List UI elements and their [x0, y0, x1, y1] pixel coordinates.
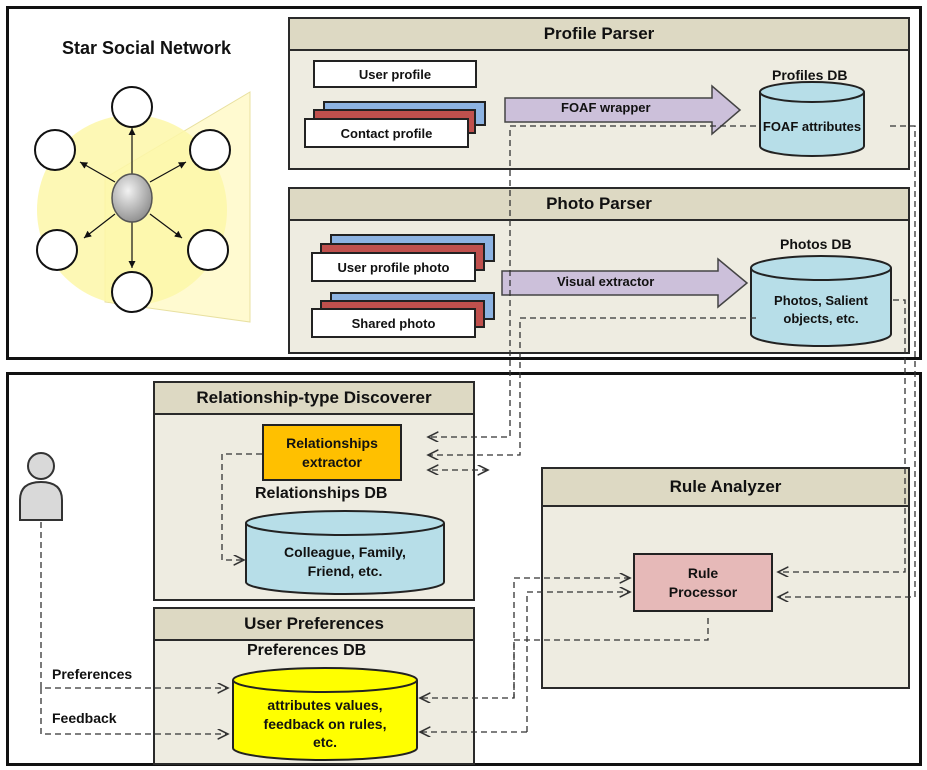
relationships-db-line1: Colleague, Family, — [284, 544, 406, 561]
foaf-wrapper-arrow — [504, 84, 742, 136]
relationships-db-content: Colleague, Family, Friend, etc. — [246, 538, 444, 586]
conn-photos-to-processor — [778, 299, 906, 572]
conn-processor-to-prefs-1 — [420, 618, 709, 698]
extractor-line1: Relationships — [286, 434, 378, 451]
edge-top-right — [149, 161, 187, 183]
edge-top-left — [79, 161, 116, 183]
star-network-title: Star Social Network — [62, 38, 232, 58]
conn-prefs-to-processor — [526, 592, 630, 732]
shared-photo-doc: Shared photo — [311, 308, 476, 338]
foaf-wrapper-label: FOAF wrapper — [561, 100, 651, 115]
processor-line1: Rule — [687, 564, 719, 581]
node-top-left — [34, 129, 76, 171]
conn-extractor-to-reldb — [221, 453, 262, 560]
processor-line2: Processor — [668, 583, 738, 600]
visual-extractor-arrow — [501, 257, 749, 309]
contact-profile-doc: Contact profile — [304, 118, 469, 148]
preferences-db-content: attributes values, feedback on rules, et… — [233, 693, 417, 755]
conn-rel-to-processor — [513, 578, 630, 698]
node-bottom — [111, 271, 153, 313]
preferences-db-title: Preferences DB — [247, 642, 367, 659]
photos-db-line1: Photos, Salient — [774, 293, 868, 309]
feedback-flow-label: Feedback — [52, 710, 117, 726]
rule-processor-box: Rule Processor — [633, 553, 773, 612]
edge-bottom-left — [83, 213, 116, 239]
conn-photos-to-extractor — [428, 317, 756, 455]
photos-db-title: Photos DB — [780, 236, 852, 252]
photos-db-content: Photos, Salient objects, etc. — [751, 286, 891, 334]
edge-bottom-right — [149, 213, 183, 239]
node-bottom-right — [187, 229, 229, 271]
photo-parser-title: Photo Parser — [290, 189, 908, 221]
photos-db-cylinder — [750, 255, 892, 347]
relationships-db-line2: Friend, etc. — [307, 563, 383, 579]
rule-analyzer-title: Rule Analyzer — [543, 469, 908, 507]
conn-user-feedback — [40, 688, 228, 734]
conn-user-preferences — [40, 522, 228, 688]
node-center — [111, 173, 153, 223]
preferences-flow-label: Preferences — [52, 666, 133, 682]
user-profile-doc: User profile — [313, 60, 477, 88]
conn-profiles-to-extractor — [428, 125, 756, 437]
node-top-right — [189, 129, 231, 171]
node-top — [111, 86, 153, 128]
node-bottom-left — [36, 229, 78, 271]
preferences-db-line3: etc. — [312, 734, 338, 751]
extractor-line2: extractor — [302, 453, 362, 470]
user-icon — [19, 452, 63, 521]
conn-profiles-to-processor — [778, 125, 916, 597]
user-profile-photo-doc: User profile photo — [311, 252, 476, 282]
profiles-db-content: FOAF attributes — [762, 119, 862, 135]
preferences-db-line2: feedback on rules, — [263, 715, 387, 732]
photos-db-line2: objects, etc. — [783, 311, 859, 326]
rule-analyzer-module: Rule Analyzer — [541, 467, 910, 689]
relationship-discoverer-title: Relationship-type Discoverer — [155, 383, 473, 415]
profiles-db-cylinder — [759, 81, 865, 157]
preferences-db-cylinder — [232, 667, 418, 761]
visual-extractor-label: Visual extractor — [557, 274, 655, 289]
user-preferences-title: User Preferences — [155, 609, 473, 641]
relationships-db-cylinder — [245, 510, 445, 595]
profile-parser-title: Profile Parser — [290, 19, 908, 51]
relationships-extractor-box: Relationships extractor — [262, 424, 402, 481]
preferences-db-line1: attributes values, — [267, 696, 383, 713]
relationships-db-title: Relationships DB — [255, 485, 388, 502]
profiles-db-title: Profiles DB — [772, 67, 848, 83]
